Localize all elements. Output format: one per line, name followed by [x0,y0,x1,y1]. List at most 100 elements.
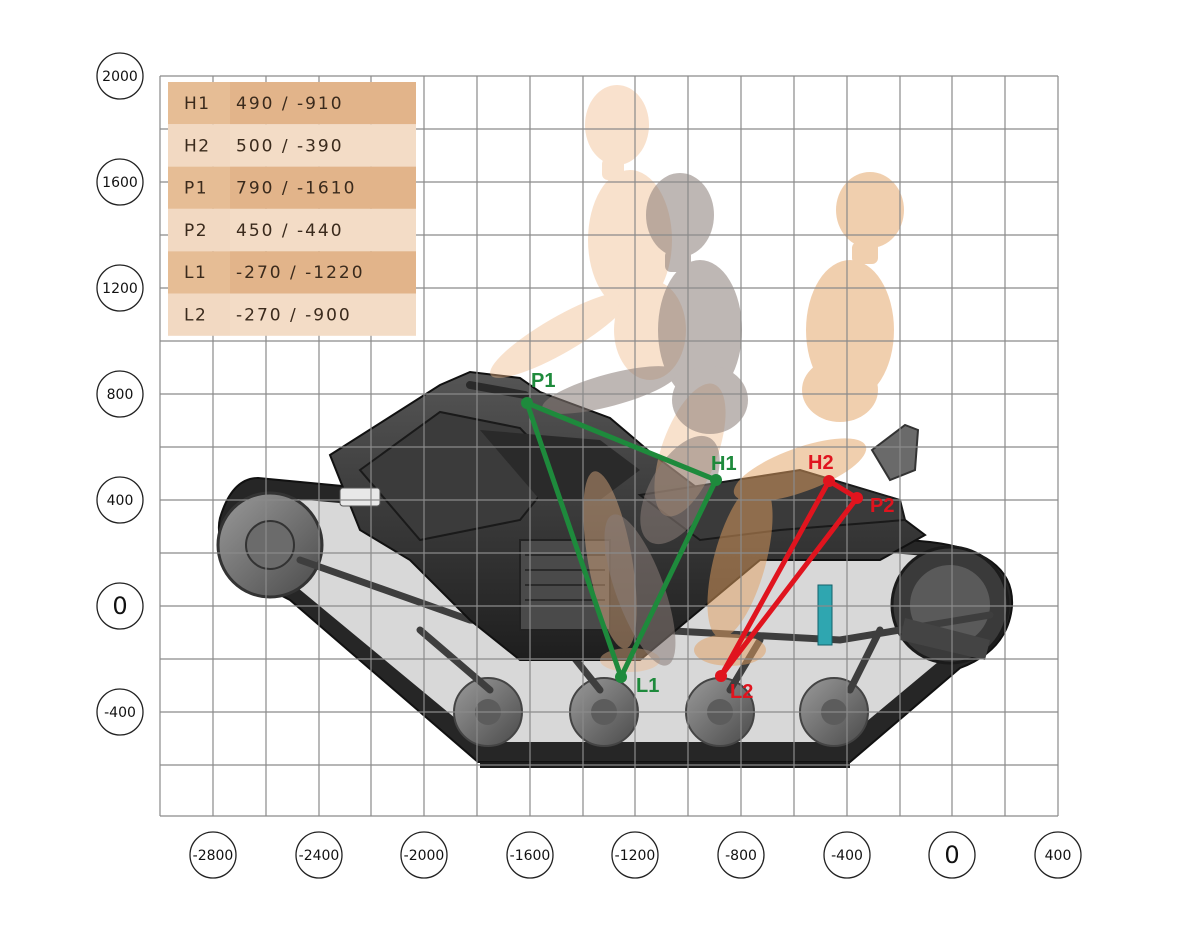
y-tick-label: -400 [104,705,136,721]
x-tick-circle [189,831,237,879]
table-name-cell [168,166,230,209]
x-tick-circle [823,831,871,879]
table-point-name: L2 [184,306,207,326]
y-tick: 1600 [96,158,144,206]
x-tick: 0 [928,831,976,879]
table-point-name: L1 [184,263,207,283]
table-value-cell [230,82,416,125]
table-point-value: 790 / -1610 [236,179,356,199]
x-tick-label: 0 [944,841,959,869]
x-tick-circle [611,831,659,879]
x-tick: -2400 [295,831,343,879]
table-point-value: 500 / -390 [236,136,344,156]
y-tick-label: 2000 [102,69,138,85]
x-tick: -800 [717,831,765,879]
x-tick-label: -400 [831,848,863,864]
x-tick: -400 [823,831,871,879]
x-tick: -2800 [189,831,237,879]
x-tick-circle [295,831,343,879]
x-tick-label: -800 [725,848,757,864]
label-h2: H2 [808,452,834,474]
table-name-cell [168,124,230,167]
label-p1: P1 [531,370,555,392]
x-tick: 400 [1034,831,1082,879]
x-tick-circle [717,831,765,879]
y-tick-circle [96,370,144,418]
label-h1: H1 [711,453,737,475]
y-tick: 400 [96,476,144,524]
y-tick-circle [96,688,144,736]
point-p1 [521,397,533,409]
label-l1: L1 [636,675,659,697]
y-tick-label: 800 [107,387,134,403]
x-tick: -1200 [611,831,659,879]
rider-figure-upright [542,173,748,666]
x-tick-label: -2000 [404,848,445,864]
y-tick: 0 [96,582,144,630]
point-h2 [823,475,835,487]
table-value-cell [230,293,416,336]
y-tick-circle [96,52,144,100]
table-row: L1 -270 / -1220 [168,251,416,294]
x-tick: -2000 [400,831,448,879]
y-tick-label: 400 [107,493,134,509]
table-point-name: H2 [184,136,211,156]
x-tick-label: -1200 [615,848,656,864]
y-tick: 800 [96,370,144,418]
x-tick-label: -2800 [193,848,234,864]
y-tick: 2000 [96,52,144,100]
table-value-cell [230,166,416,209]
x-tick-circle [506,831,554,879]
green-triangle-rider: P1 H1 L1 [521,370,737,697]
table-value-cell [230,124,416,167]
point-p2 [851,492,863,504]
y-tick-label: 0 [112,592,127,620]
table-value-cell [230,251,416,294]
tracked-vehicle-illustration [216,370,1014,768]
y-axis-labels: 2000 1600 1200 800 400 0 -400 [96,52,144,736]
table-name-cell [168,82,230,125]
passenger-figure [694,172,904,666]
table-row: P1 790 / -1610 [168,166,416,209]
y-tick-label: 1200 [102,281,138,297]
y-tick-circle [96,476,144,524]
point-h1 [710,474,722,486]
x-tick-label: -1600 [510,848,551,864]
table-row: H1 490 / -910 [168,82,416,125]
x-tick-circle [928,831,976,879]
coordinate-grid [159,75,1059,817]
y-tick: 1200 [96,264,144,312]
table-point-value: -270 / -1220 [236,263,365,283]
table-name-cell [168,293,230,336]
label-p2: P2 [870,495,894,517]
table-row: L2 -270 / -900 [168,293,416,336]
table-row: P2 450 / -440 [168,208,416,252]
table-value-cell [230,208,416,252]
label-l2: L2 [730,681,753,703]
table-row: H2 500 / -390 [168,124,416,167]
x-tick: -1600 [506,831,554,879]
x-tick-circle [1034,831,1082,879]
x-tick-label: -2400 [299,848,340,864]
y-tick-circle [96,158,144,206]
x-axis-labels: -2800 -2400 -2000 -1600 -1200 -800 -400 0 400 [189,831,1082,879]
y-tick-circle [96,264,144,312]
table-name-cell [168,251,230,294]
red-triangle-passenger: H2 P2 L2 [715,452,894,703]
table-point-name: H1 [184,94,211,114]
y-tick-circle [96,582,144,630]
table-point-value: 490 / -910 [236,94,344,114]
y-tick-label: 1600 [102,175,138,191]
table-name-cell [168,208,230,252]
table-point-name: P2 [184,221,208,241]
x-tick-label: 400 [1045,848,1072,864]
table-point-value: -270 / -900 [236,306,352,326]
point-l1 [615,671,627,683]
x-tick-circle [400,831,448,879]
y-tick: -400 [96,688,144,736]
table-point-name: P1 [184,179,208,199]
table-point-value: 450 / -440 [236,221,344,241]
point-l2 [715,670,727,682]
